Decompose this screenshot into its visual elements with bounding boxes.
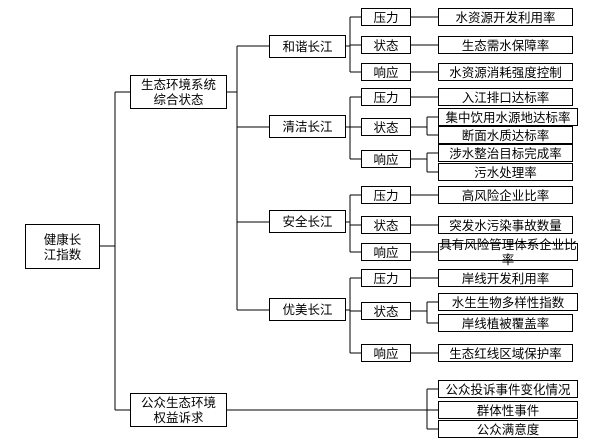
beauty-response-node: 响应 <box>361 344 411 362</box>
appeal-branch-node: 公众生态环境 权益诉求 <box>130 393 227 427</box>
indicator-appeal-2: 群体性事件 <box>438 401 578 419</box>
appeal-label-line1: 公众生态环境 <box>140 395 216 410</box>
indicator-beauty-state-2: 岸线植被覆盖率 <box>438 314 573 332</box>
harmony-state-node: 状态 <box>361 36 411 54</box>
indicator-beauty-response: 生态红线区域保护率 <box>438 344 573 362</box>
goal-harmony: 和谐长江 <box>269 35 346 58</box>
ecology-branch-node: 生态环境系统 综合状态 <box>130 75 227 109</box>
root-label-line2: 江指数 <box>43 246 82 262</box>
indicator-safe-pressure: 高风险企业比率 <box>438 186 573 204</box>
clean-response-node: 响应 <box>361 150 411 168</box>
ecology-label-line1: 生态环境系统 <box>140 77 216 92</box>
safe-pressure-node: 压力 <box>361 186 411 204</box>
clean-pressure-node: 压力 <box>361 88 411 106</box>
safe-response-node: 响应 <box>361 243 411 261</box>
indicator-harmony-pressure: 水资源开发利用率 <box>438 8 573 26</box>
indicator-safe-response: 具有风险管理体系企业比率 <box>438 237 578 267</box>
indicator-clean-response-2: 污水处理率 <box>438 163 573 181</box>
root-node: 健康长 江指数 <box>25 224 100 269</box>
harmony-response-node: 响应 <box>361 63 411 81</box>
indicator-harmony-state: 生态需水保障率 <box>438 36 573 54</box>
appeal-label-line2: 权益诉求 <box>153 410 204 425</box>
goal-beauty: 优美长江 <box>269 298 346 321</box>
harmony-pressure-node: 压力 <box>361 8 411 26</box>
indicator-clean-state-2: 断面水质达标率 <box>438 126 573 144</box>
indicator-appeal-3: 公众满意度 <box>438 420 578 438</box>
goal-clean: 清洁长江 <box>269 115 346 138</box>
indicator-clean-pressure: 入江排口达标率 <box>438 88 573 106</box>
ecology-label-line2: 综合状态 <box>153 92 204 107</box>
indicator-safe-state: 突发水污染事故数量 <box>438 216 573 234</box>
safe-state-node: 状态 <box>361 216 411 234</box>
indicator-beauty-state-1: 水生生物多样性指数 <box>438 293 578 311</box>
indicator-clean-state-1: 集中饮用水源地达标率 <box>438 108 578 126</box>
indicator-appeal-1: 公众投诉事件变化情况 <box>438 380 578 398</box>
indicator-harmony-response: 水资源消耗强度控制 <box>438 63 573 81</box>
beauty-state-node: 状态 <box>361 302 411 320</box>
indicator-clean-response-1: 涉水整治目标完成率 <box>438 144 573 162</box>
clean-state-node: 状态 <box>361 118 411 136</box>
beauty-pressure-node: 压力 <box>361 269 411 287</box>
indicator-beauty-pressure: 岸线开发利用率 <box>438 269 573 287</box>
root-label-line1: 健康长 <box>43 231 82 247</box>
goal-safe: 安全长江 <box>269 210 346 233</box>
